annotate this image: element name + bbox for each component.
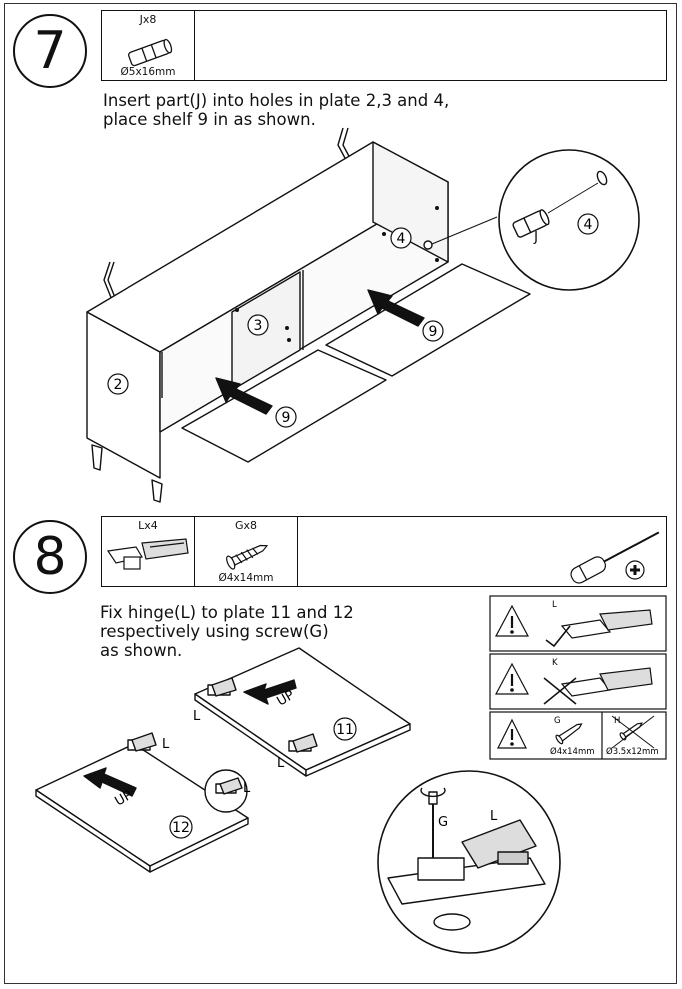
warning-label-l: L [552,600,557,610]
hardware-warning-box: L K G Ø4x14mm H Ø3.5x12mm [489,595,667,760]
step-7-cabinet-diagram: 2 3 4 9 9 J 4 [86,127,640,503]
warning-size-g: Ø4x14mm [550,746,595,757]
step-8-instruction: Fix hinge(L) to plate 11 and 12 respecti… [100,603,354,660]
callout-plate-3: 3 [254,318,263,334]
screw-icon [226,544,269,570]
step-8-number: 8 [13,520,87,594]
callout-detail-plate-4: 4 [584,217,593,233]
screwdriver-icon [570,531,660,584]
insert-arrow-left [215,377,273,415]
part-l-quantity: Lx4 [138,519,158,532]
part-l-cell: Lx4 [102,517,195,586]
warning-label-k: K [552,658,558,668]
shelf-9-right [325,263,531,377]
part-j-size: Ø5x16mm [120,66,176,78]
part-j-cell: Jx8 Ø5x16mm [102,11,195,80]
callout-shelf-9-right: 9 [429,324,438,340]
part-g-quantity: Gx8 [234,519,258,532]
callout-hinge-l-12: L [162,737,170,752]
callout-plate-4: 4 [397,231,406,247]
part-g-size: Ø4x14mm [218,572,274,584]
step-7-instruction: Insert part(J) into holes in plate 2,3 a… [103,91,450,129]
warning-triangle-icon [495,604,529,637]
dowel-icon [128,38,173,67]
callout-hinge-l-11a: L [193,709,201,724]
direction-arrow-11 [243,679,297,705]
callout-hinge-l-detail: L [243,781,251,796]
callout-plate-2: 2 [114,377,123,393]
warning-size-h: Ø3.5x12mm [606,746,659,757]
step-8-parts-box: Lx4 Gx8 Ø4x14mm [101,516,667,587]
hinge-detail-large-circle [377,770,561,954]
callout-hinge-l-large: L [490,809,498,824]
part-j-quantity: Jx8 [139,13,157,26]
shelf-9-left [181,349,387,463]
callout-shelf-9-left: 9 [282,410,291,426]
callout-part-j: J [533,230,538,245]
step-7-number: 7 [13,14,87,88]
insert-arrow-right [367,289,425,327]
callout-hinge-l-11b: L [277,756,285,771]
page-border [4,3,677,984]
callout-plate-11: 11 [336,722,354,738]
warning-label-g: G [554,716,561,726]
step-7-parts-box: Jx8 Ø5x16mm [101,10,667,81]
callout-plate-12: 12 [172,820,190,836]
hinge-icon [106,538,189,570]
check-mark-icon [545,625,571,648]
direction-arrow-12 [83,767,137,797]
callout-screw-g: G [438,815,448,830]
part-g-cell: Gx8 Ø4x14mm [195,517,298,586]
warning-label-h: H [614,716,620,726]
step-7-callouts: 2 3 4 9 9 J 4 [107,213,599,428]
